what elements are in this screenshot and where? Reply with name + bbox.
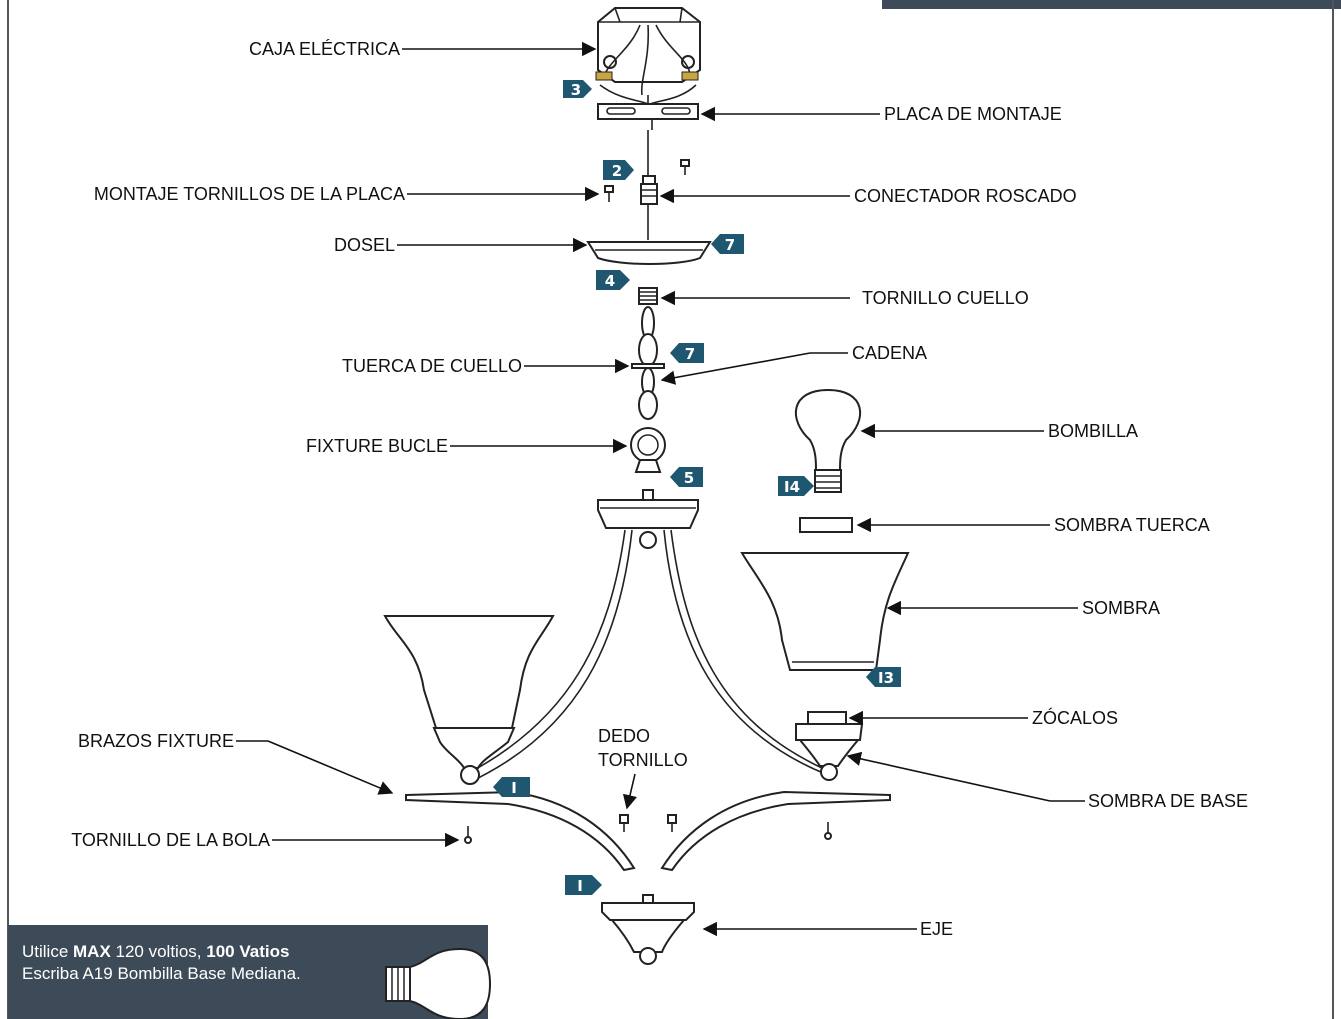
label-dedo: DEDO xyxy=(598,726,650,746)
step-badges: 3 2 7 4 7 5 I4 I3 xyxy=(493,80,901,895)
label-conectador-roscado: CONECTADOR ROSCADO xyxy=(854,186,1077,206)
label-tuerca-cuello: TUERCA DE CUELLO xyxy=(342,356,522,376)
svg-text:I: I xyxy=(511,779,517,797)
label-placa-montaje: PLACA DE MONTAJE xyxy=(884,104,1062,124)
badge-5: 5 xyxy=(670,467,703,487)
label-tornillo-cuello: TORNILLO CUELLO xyxy=(862,288,1029,308)
chain xyxy=(631,306,665,420)
socket xyxy=(795,711,864,781)
badge-4: 4 xyxy=(596,270,630,290)
hub xyxy=(601,894,695,965)
label-sombra: SOMBRA xyxy=(1082,598,1160,618)
fixture-loop xyxy=(630,427,666,473)
label-sombra-tuerca: SOMBRA TUERCA xyxy=(1054,515,1210,535)
bulb-spec-note: Utilice MAX 120 voltios, 100 Vatios Escr… xyxy=(8,925,492,1019)
finger-screws xyxy=(619,814,677,832)
label-bombilla: BOMBILLA xyxy=(1048,421,1138,441)
top-bar xyxy=(882,0,1341,9)
svg-text:I: I xyxy=(577,877,583,895)
svg-text:2: 2 xyxy=(612,162,622,180)
label-fixture-bucle: FIXTURE BUCLE xyxy=(306,436,448,456)
badge-2: 2 xyxy=(603,160,634,180)
electrical-box xyxy=(595,7,701,96)
canopy xyxy=(586,241,712,265)
svg-text:I4: I4 xyxy=(784,478,800,496)
bulb xyxy=(794,388,862,493)
part-labels: CAJA ELÉCTRICA PLACA DE MONTAJE MONTAJE … xyxy=(71,39,1248,939)
note-line-1: Utilice MAX 120 voltios, 100 Vatios xyxy=(22,942,290,961)
label-brazos-fixture: BRAZOS FIXTURE xyxy=(78,731,234,751)
plate-screws xyxy=(604,159,690,202)
mounting-plate xyxy=(597,84,699,130)
collar-screw xyxy=(638,287,658,305)
badge-7-canopy: 7 xyxy=(711,234,744,254)
label-caja-electrica: CAJA ELÉCTRICA xyxy=(249,39,400,59)
svg-text:I3: I3 xyxy=(878,669,894,687)
svg-text:3: 3 xyxy=(571,81,581,99)
leader-lines xyxy=(236,41,1085,937)
threaded-connector xyxy=(640,130,658,240)
label-sombra-base: SOMBRA DE BASE xyxy=(1088,791,1248,811)
badge-7-nut: 7 xyxy=(670,343,704,363)
label-tornillo-bola: TORNILLO DE LA BOLA xyxy=(71,830,270,850)
svg-text:7: 7 xyxy=(725,236,735,254)
svg-text:4: 4 xyxy=(605,272,615,290)
left-shade xyxy=(383,615,555,785)
svg-text:5: 5 xyxy=(684,469,694,487)
shade-nut xyxy=(799,517,853,533)
label-zocalos: ZÓCALOS xyxy=(1032,707,1118,728)
right-shade xyxy=(740,552,910,671)
label-dosel: DOSEL xyxy=(334,235,395,255)
badge-14: I4 xyxy=(778,476,814,496)
badge-13: I3 xyxy=(866,667,901,687)
label-tornillo: TORNILLO xyxy=(598,750,688,770)
label-eje: EJE xyxy=(920,919,953,939)
badge-3: 3 xyxy=(563,80,592,99)
label-cadena: CADENA xyxy=(852,343,927,363)
svg-text:7: 7 xyxy=(685,345,695,363)
label-montaje-tornillos: MONTAJE TORNILLOS DE LA PLACA xyxy=(94,184,405,204)
upper-body xyxy=(464,489,829,783)
fixture-arms xyxy=(405,790,891,872)
note-line-2: Escriba A19 Bombilla Base Mediana. xyxy=(22,964,301,983)
badge-1-hub: I xyxy=(565,875,602,895)
badge-1-arms: I xyxy=(493,777,530,797)
bulb-icon xyxy=(385,947,492,1019)
ball-screws xyxy=(464,822,832,844)
